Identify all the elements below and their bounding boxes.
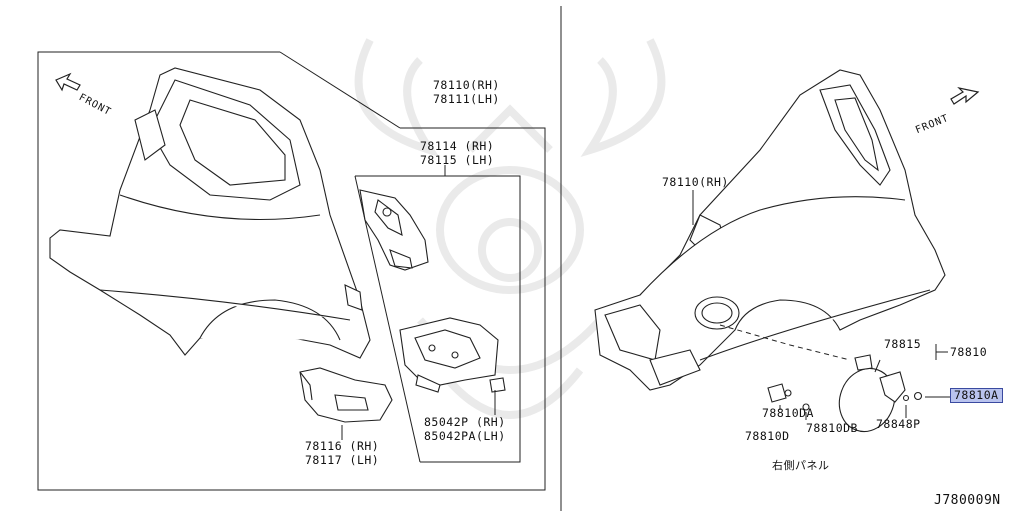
diagram-code: J780009N (934, 493, 1001, 508)
label-78810db: 78810DB (806, 421, 858, 435)
label-78114-rh: 78114 (RH) (420, 139, 495, 153)
inner-frame-diag (354, 175, 421, 463)
fuel-lid (767, 354, 923, 433)
inner-bracket-upper (359, 189, 429, 271)
label-78110-rh-right: 78110(RH) (662, 175, 729, 189)
label-78810d: 78810D (745, 429, 790, 443)
label-85042pa-lh: 85042PA(LH) (424, 429, 506, 443)
inner-frame (355, 175, 521, 463)
left-quarter-panel (49, 67, 371, 359)
label-78110-rh: 78110(RH) (433, 78, 500, 92)
front-arrow-icon-right (950, 86, 980, 105)
label-78815: 78815 (884, 337, 922, 351)
left-frame-diag (279, 51, 401, 129)
front-arrow-icon (55, 72, 81, 92)
right-leader-lines (692, 190, 950, 420)
watermark-crest (354, 38, 666, 419)
right-quarter-panel (594, 69, 946, 391)
label-85042p-rh: 85042P (RH) (424, 415, 506, 429)
left-leader-lines (341, 165, 496, 440)
label-78848p: 78848P (876, 417, 921, 431)
label-78111-lh: 78111(LH) (433, 92, 500, 106)
caption-right-panel: 右側パネル (772, 459, 830, 472)
label-78810: 78810 (950, 345, 988, 359)
left-frame (37, 51, 546, 491)
lower-extension (299, 367, 393, 423)
label-78116-rh: 78116 (RH) (305, 439, 380, 453)
label-78810da: 78810DA (762, 406, 814, 420)
label-78810a-highlight[interactable]: 78810A (950, 388, 1003, 403)
label-78115-lh: 78115 (LH) (420, 153, 495, 167)
label-78117-lh: 78117 (LH) (305, 453, 380, 467)
inner-bracket-lower (399, 317, 506, 393)
